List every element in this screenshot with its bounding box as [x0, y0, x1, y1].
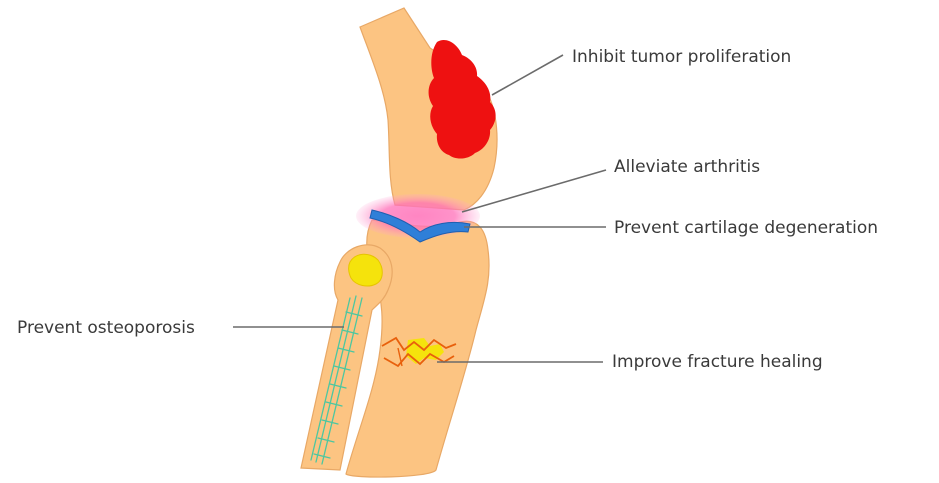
tumor-leader-line — [492, 55, 563, 95]
cartilage-callout-label: Prevent cartilage degeneration — [614, 218, 878, 238]
patella — [349, 254, 383, 286]
fracture-callout-label: Improve fracture healing — [612, 352, 823, 372]
arthritis-callout-label: Alleviate arthritis — [614, 157, 760, 177]
tumor-mass — [429, 40, 496, 159]
osteoporosis-callout-label: Prevent osteoporosis — [17, 318, 195, 338]
tumor-callout-label: Inhibit tumor proliferation — [572, 47, 791, 67]
